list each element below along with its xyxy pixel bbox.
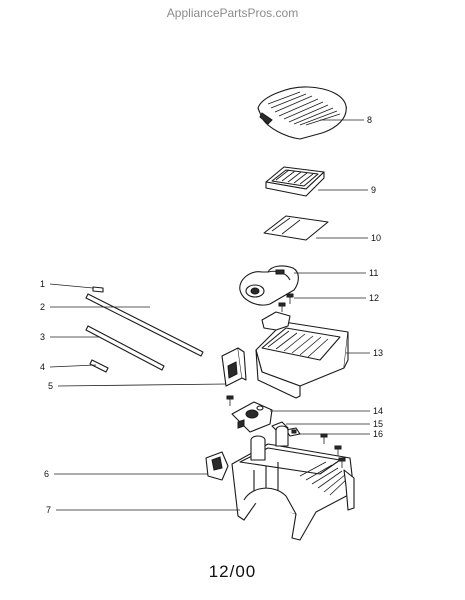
callout-label: 7 [46,505,51,515]
callout-label: 14 [373,406,383,416]
callout-4: 4 [40,362,97,372]
callout-label: 15 [373,419,383,429]
callout-label: 3 [40,332,45,342]
part-2-long-rod [85,293,204,357]
part-5-bracket [221,347,247,387]
callout-9: 9 [318,185,376,195]
callout-11: 11 [294,268,378,278]
callout-label: 16 [373,429,383,439]
callout-8: 8 [320,115,372,125]
callout-2: 2 [40,302,150,312]
part-9-filter-tray [265,166,325,197]
callout-label: 13 [373,348,383,358]
callout-label: 8 [367,115,372,125]
part-14-motor-plate [226,395,273,433]
part-10-filter-pad [263,215,329,241]
callout-label: 10 [371,233,381,243]
callout-15: 15 [286,419,383,429]
callout-14: 14 [270,406,383,416]
callout-12: 12 [294,293,379,303]
callout-6: 6 [44,469,208,479]
part-3-rod [85,325,165,371]
callout-label: 6 [44,469,49,479]
callout-label: 11 [369,268,378,278]
callout-label: 5 [48,381,53,391]
callout-3: 3 [40,332,100,342]
part-7-base [231,425,355,541]
callout-1: 1 [40,279,94,289]
date-code: 12/00 [208,562,257,581]
callout-10: 10 [316,233,381,243]
part-12-screws [278,293,294,312]
callout-label: 9 [371,185,376,195]
part-1-pin [92,286,104,293]
callout-16: 16 [298,429,383,439]
part-8-top-cover [257,86,347,140]
callout-label: 12 [369,293,379,303]
callout-label: 1 [40,279,45,289]
part-13-housing-shell [255,311,349,399]
callout-label: 4 [40,362,45,372]
callout-5: 5 [48,381,227,391]
watermark: AppliancePartsPros.com [166,6,299,20]
callout-7: 7 [46,505,240,515]
part-11-upper-cap [239,265,299,306]
part-4-short-rod [89,359,109,373]
callout-13: 13 [346,348,383,358]
part-6-side-latch [205,451,229,481]
callout-label: 2 [40,302,45,312]
